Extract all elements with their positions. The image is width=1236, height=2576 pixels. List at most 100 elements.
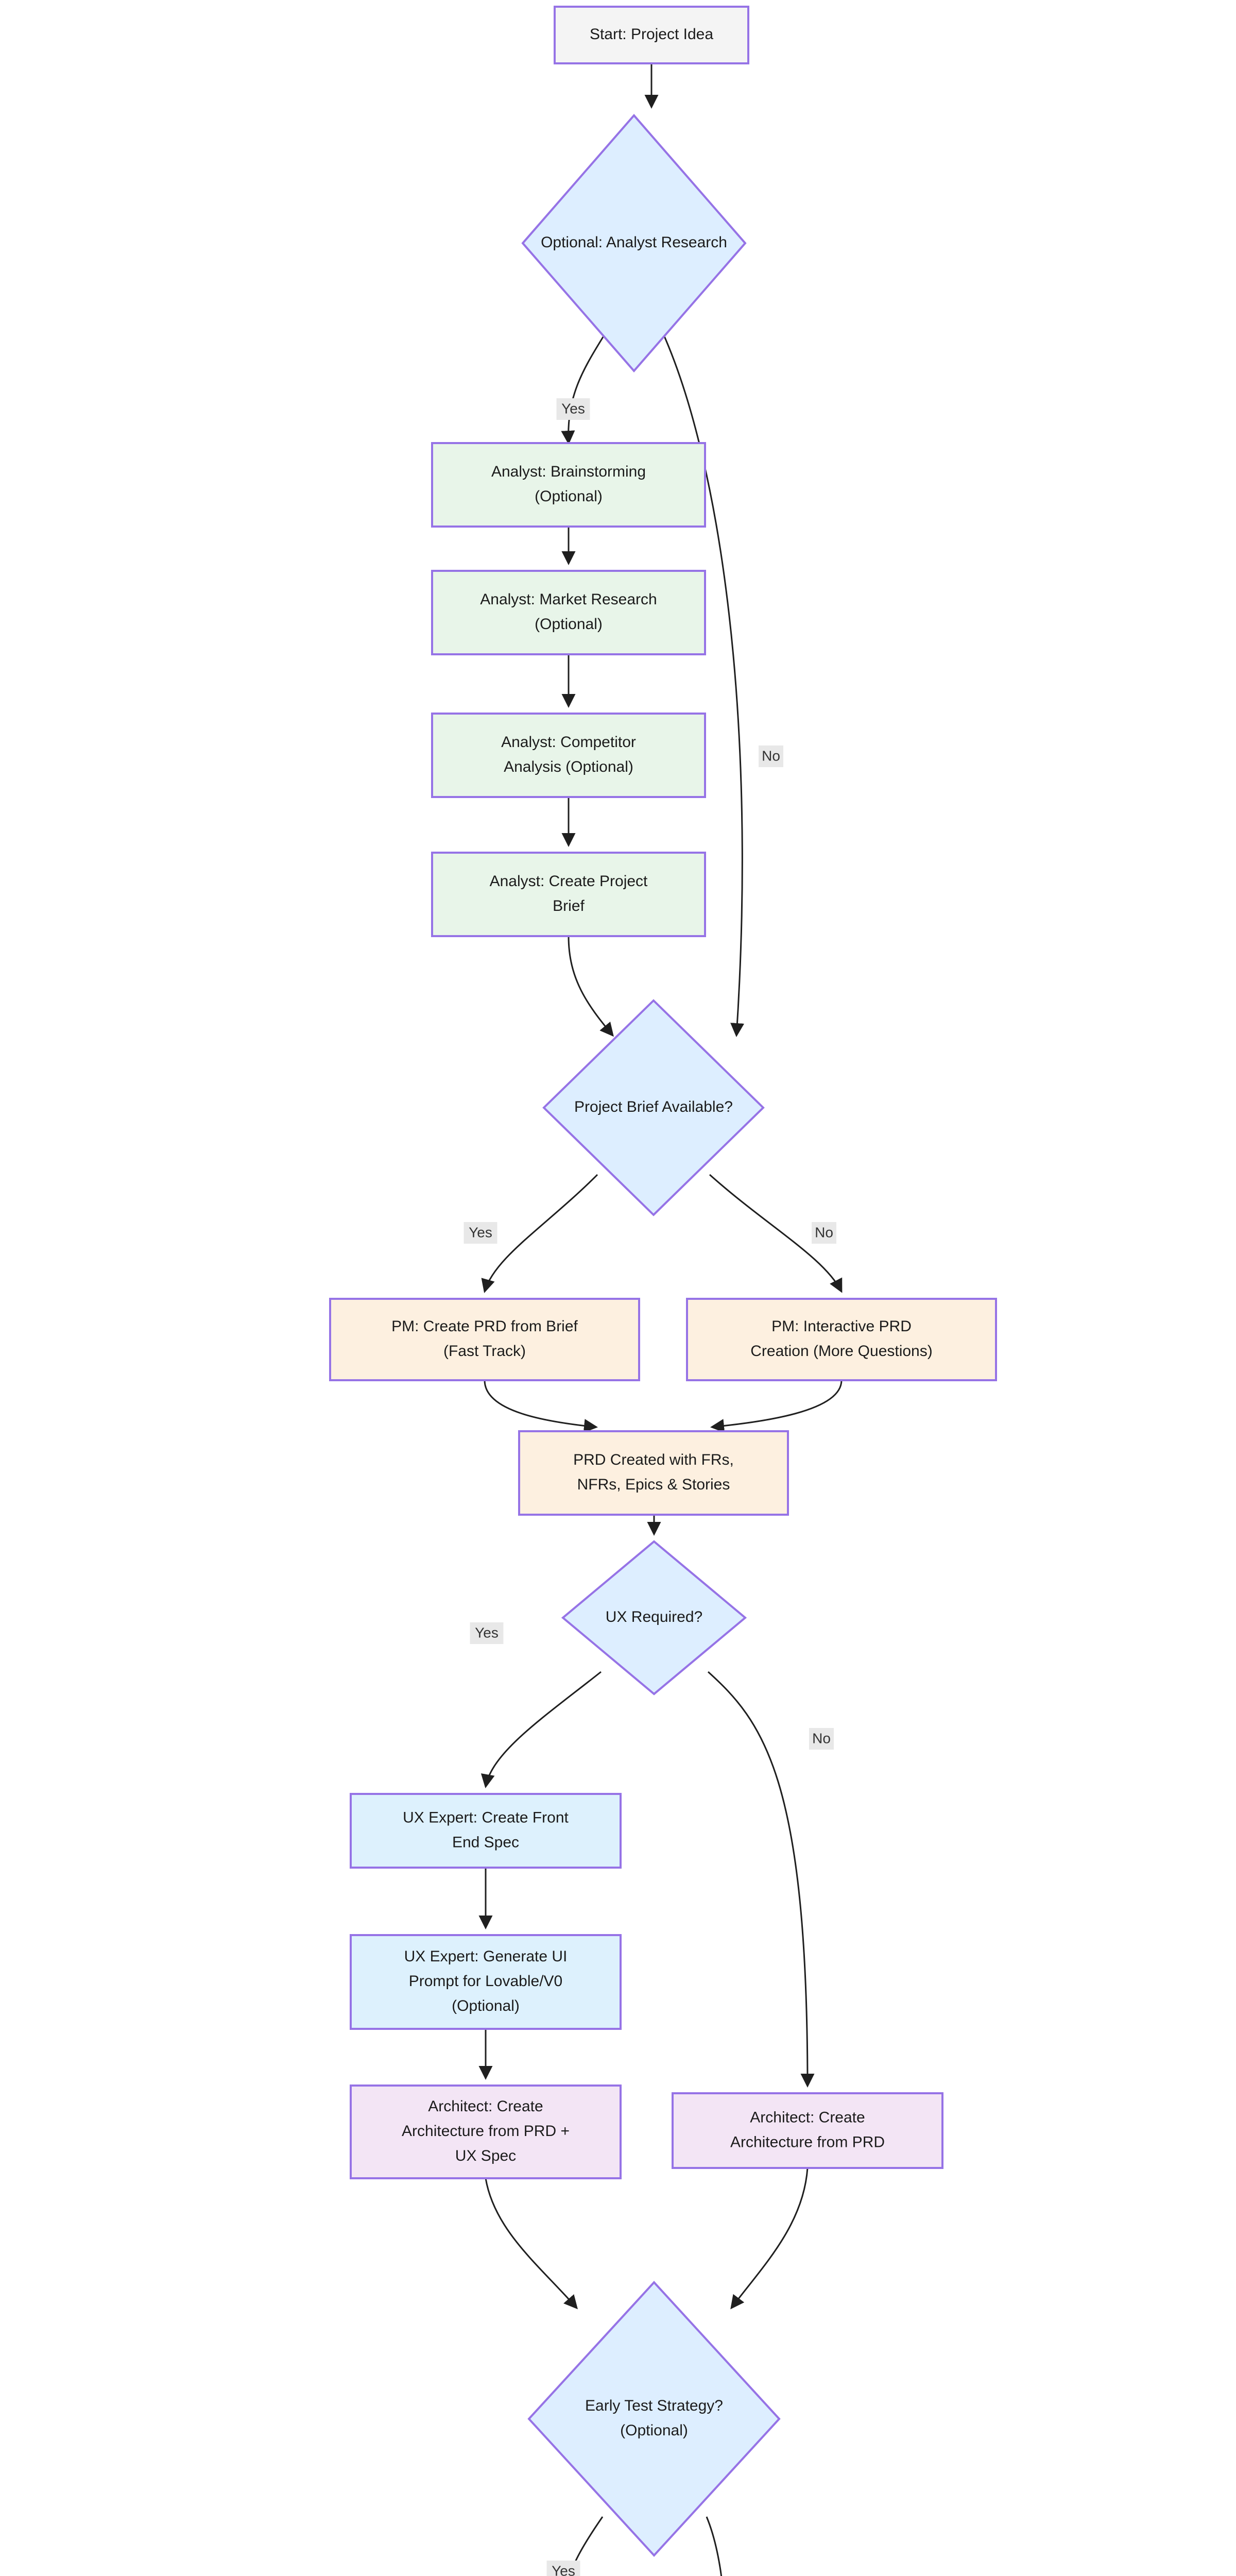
edge-early-test-yes-qa	[562, 2516, 604, 2576]
node-label-line: UX Spec	[455, 2147, 516, 2164]
node-pm-create-prd-from-brief[interactable]: PM: Create PRD from Brief (Fast Track)	[329, 1298, 640, 1381]
node-label-line: PM: Interactive PRD	[771, 1318, 912, 1335]
node-label-line: Optional: Analyst Research	[541, 234, 727, 251]
edge-optional-yes-brainstorming-label: Yes	[556, 398, 590, 420]
node-shape-rect[interactable]	[518, 1430, 789, 1516]
edge-ux-no-arch-prd-label: No	[809, 1728, 834, 1750]
node-label-line: (Fast Track)	[443, 1343, 526, 1360]
edge-optional-no-brief-available	[662, 332, 745, 1037]
node-label-line: Prompt for Lovable/V0	[409, 1973, 563, 1990]
edges-layer	[478, 63, 843, 2576]
edge-label-background	[464, 1222, 497, 1244]
node-decision-ux-required[interactable]: UX Required?	[561, 1540, 747, 1696]
node-shape-rect[interactable]	[350, 2084, 622, 2179]
edge-labels-layer: YesNoYesNoYesNoYesNoYesNo	[464, 398, 836, 2576]
edge-ux-yes-spec-label: Yes	[470, 1622, 504, 1644]
node-pm-interactive-prd-creation[interactable]: PM: Interactive PRD Creation (More Questi…	[686, 1298, 997, 1381]
node-label-line: PM: Create PRD from Brief	[391, 1318, 578, 1335]
node-label-line: Early Test Strategy?	[585, 2397, 723, 2414]
node-shape-rect[interactable]	[431, 442, 706, 528]
node-label-line: Architect: Create	[428, 2098, 543, 2115]
edge-early-test-no-po	[706, 2516, 723, 2576]
node-label-line: Analysis (Optional)	[504, 758, 633, 775]
node-shape-diamond[interactable]	[561, 1540, 747, 1696]
node-label-line: (Optional)	[620, 2422, 688, 2439]
node-label-line: (Optional)	[535, 488, 603, 505]
node-analyst-market-research[interactable]: Analyst: Market Research (Optional)	[431, 570, 706, 655]
node-shape-rect[interactable]	[672, 2092, 943, 2169]
edge-brief-available-yes-fast-track-label: Yes	[464, 1222, 497, 1244]
node-analyst-brainstorming[interactable]: Analyst: Brainstorming (Optional)	[431, 442, 706, 528]
node-label-line: Architecture from PRD	[730, 2133, 885, 2150]
node-shape-rect[interactable]	[350, 1934, 622, 2030]
node-shape-rect[interactable]	[431, 713, 706, 798]
node-label-line: Analyst: Brainstorming	[491, 463, 646, 480]
edge-label-text: Yes	[469, 1224, 492, 1240]
node-label-line: (Optional)	[452, 1997, 520, 2014]
edge-label-background	[809, 1728, 834, 1750]
node-label-line: UX Expert: Create Front	[403, 1809, 569, 1826]
edge-arch-prd-to-early-test	[730, 2167, 809, 2310]
node-label-line: PRD Created with FRs,	[573, 1451, 734, 1468]
node-shape-diamond[interactable]	[542, 999, 765, 1216]
edge-label-background	[812, 1222, 836, 1244]
edge-label-text: No	[815, 1224, 833, 1240]
node-label-line: Architecture from PRD +	[402, 2123, 570, 2140]
node-shape-rect[interactable]	[350, 1793, 622, 1869]
edge-ux-no-arch-prd	[707, 1671, 815, 2088]
edge-ux-yes-spec	[480, 1671, 602, 1788]
edge-brief-available-yes-fast-track	[481, 1174, 598, 1293]
node-decision-project-brief-available[interactable]: Project Brief Available?	[542, 999, 765, 1216]
node-label-line: UX Required?	[606, 1608, 702, 1625]
edge-arch-ux-to-early-test	[485, 2178, 578, 2310]
node-ux-expert-generate-ui-prompt[interactable]: UX Expert: Generate UI Prompt for Lovable…	[350, 1934, 622, 2030]
node-label-line: Analyst: Competitor	[501, 734, 636, 751]
edge-early-test-yes-qa-label: Yes	[546, 2561, 580, 2576]
node-label-line: UX Expert: Generate UI	[404, 1948, 568, 1965]
node-shape-rect[interactable]	[431, 852, 706, 937]
edge-fast-track-to-prd-created	[484, 1380, 598, 1433]
edge-brief-available-no-interactive	[709, 1174, 843, 1293]
edge-label-background	[759, 745, 783, 767]
node-label-line: Creation (More Questions)	[750, 1343, 932, 1360]
edge-label-text: No	[762, 748, 780, 764]
node-label-line: Architect: Create	[750, 2109, 865, 2126]
node-label-line: NFRs, Epics & Stories	[577, 1476, 730, 1493]
node-shape-rect[interactable]	[329, 1298, 640, 1381]
edge-optional-yes-brainstorming	[561, 332, 607, 445]
edge-label-background	[556, 398, 590, 420]
node-label-line: End Spec	[452, 1834, 519, 1851]
node-label-line: (Optional)	[535, 616, 603, 633]
node-label-line: Start: Project Idea	[590, 26, 713, 43]
edge-label-text: Yes	[561, 400, 585, 416]
edge-brief-available-no-interactive-label: No	[812, 1222, 836, 1244]
edge-label-background	[470, 1622, 504, 1644]
node-shape-rect[interactable]	[554, 6, 749, 64]
edge-interactive-to-prd-created	[710, 1380, 843, 1433]
node-start-project-idea[interactable]: Start: Project Idea	[554, 6, 749, 64]
edge-brief-to-brief-available	[568, 936, 614, 1037]
node-decision-optional-analyst-research[interactable]: Optional: Analyst Research	[521, 113, 747, 373]
node-label-line: Analyst: Market Research	[480, 591, 657, 608]
edge-label-text: No	[812, 1730, 831, 1746]
node-label-line: Brief	[553, 897, 585, 914]
edge-label-background	[546, 2561, 580, 2576]
node-label-line: Project Brief Available?	[574, 1098, 733, 1115]
node-decision-early-test-strategy[interactable]: Early Test Strategy? (Optional)	[527, 2281, 781, 2557]
node-shape-rect[interactable]	[431, 570, 706, 655]
node-shape-diamond[interactable]	[521, 113, 747, 373]
node-prd-created-with-frs[interactable]: PRD Created with FRs, NFRs, Epics & Stori…	[518, 1430, 789, 1516]
edge-label-text: Yes	[475, 1624, 499, 1640]
node-label-line: Analyst: Create Project	[490, 873, 648, 890]
edge-optional-no-brief-available-label: No	[759, 745, 783, 767]
node-shape-diamond[interactable]	[527, 2281, 781, 2557]
node-shape-rect[interactable]	[686, 1298, 997, 1381]
